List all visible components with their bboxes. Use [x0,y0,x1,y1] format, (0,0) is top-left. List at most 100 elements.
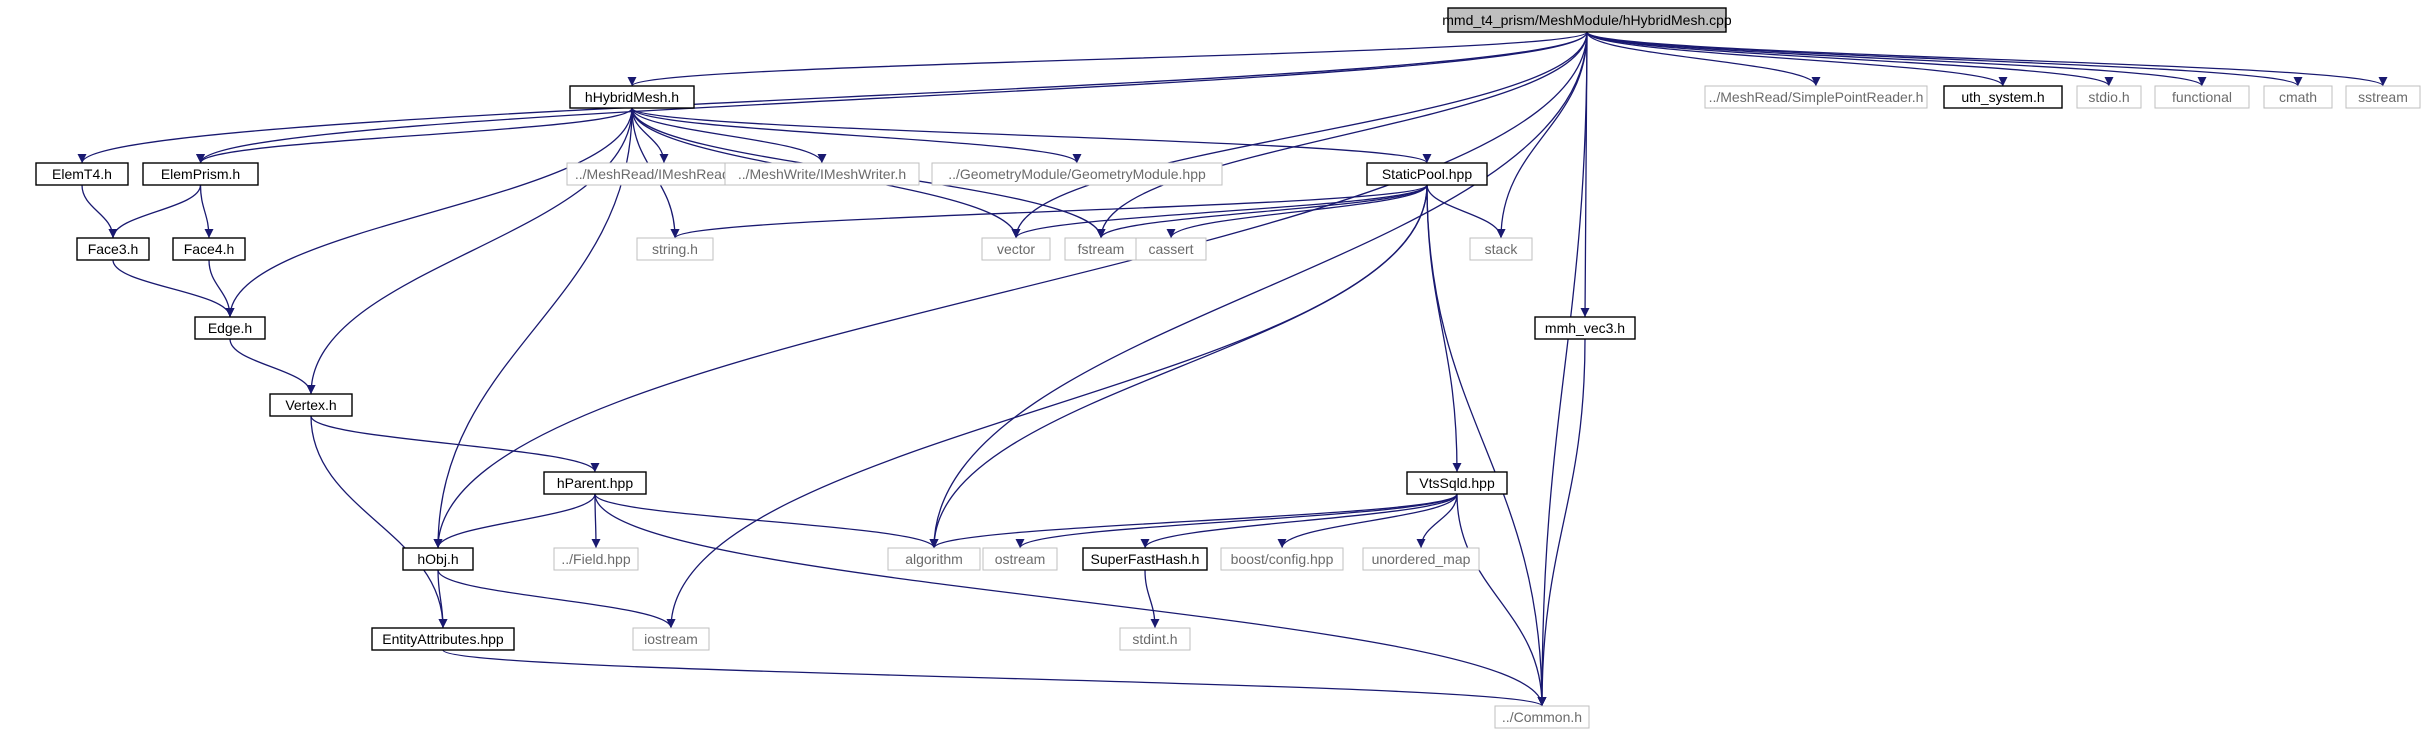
node-label: StaticPool.hpp [1382,166,1472,182]
node-elemt4[interactable]: ElemT4.h [35,162,129,186]
node-label: string.h [652,241,698,257]
edge-edge-to-vertex [229,338,316,395]
dependency-edges [77,31,2388,707]
node-box [172,237,246,261]
node-box [1082,547,1208,571]
node-staticpool[interactable]: StaticPool.hpp [1366,162,1488,186]
node-hobj[interactable]: hObj.h [402,547,474,571]
node-label: ../GeometryModule/GeometryModule.hpp [948,166,1206,182]
node-box [569,85,695,109]
edge-elemprism-to-face4 [199,184,214,239]
node-face4[interactable]: Face4.h [172,237,246,261]
edge-elemprism-to-face3 [108,184,202,239]
node-vector: vector [981,237,1051,261]
node-cassert: cassert [1135,237,1207,261]
node-cmath: cmath [2263,85,2333,109]
edge-root-to-uth [1586,31,2008,87]
edge-root-to-stdio [1586,31,2114,87]
node-label: hObj.h [417,551,458,567]
node-label: unordered_map [1372,551,1471,567]
node-sstream: sstream [2345,85,2421,109]
node-box [1119,627,1191,651]
edge-superfasthash-to-stdint [1144,569,1160,629]
node-label: ../MeshRead/SimplePointReader.h [1709,89,1924,105]
edge-mmhvec3-to-common [1537,338,1586,707]
edge-staticpool-to-vtssqld [1426,184,1462,473]
node-mmhvec3[interactable]: mmh_vec3.h [1534,316,1636,340]
node-elemprism[interactable]: ElemPrism.h [142,162,259,186]
node-hparent[interactable]: hParent.hpp [543,471,647,495]
node-stack: stack [1469,237,1533,261]
node-box [553,547,639,571]
node-label: algorithm [905,551,963,567]
edge-vertex-to-entityattr [310,415,448,629]
node-field: ../Field.hpp [553,547,639,571]
node-functional: functional [2154,85,2250,109]
node-vertex[interactable]: Vertex.h [269,393,353,417]
node-fstream: fstream [1064,237,1138,261]
node-label: boost/config.hpp [1231,551,1334,567]
node-label: ../MeshWrite/IMeshWriter.h [738,166,906,182]
node-box [1494,705,1590,729]
node-label: functional [2172,89,2232,105]
node-entityattr[interactable]: EntityAttributes.hpp [371,627,515,651]
node-box [981,237,1051,261]
edge-root-to-hobj [433,31,1588,549]
edge-vtssqld-to-algorithm [929,493,1458,549]
node-face3[interactable]: Face3.h [76,237,150,261]
edge-root-to-sstream [1586,31,2388,87]
node-label: ../MeshRead/IMeshReader.h [575,166,753,182]
node-edge[interactable]: Edge.h [194,316,266,340]
node-uth[interactable]: uth_system.h [1943,85,2063,109]
edge-face3-to-edge [112,259,235,318]
node-label: ostream [995,551,1046,567]
node-label: hHybridMesh.h [585,89,679,105]
edge-staticpool-to-stringh [670,184,1428,239]
node-label: VtsSqld.hpp [1419,475,1495,491]
node-stdint: stdint.h [1119,627,1191,651]
node-box [2263,85,2333,109]
edge-root-to-hhybrid [627,31,1588,87]
edge-root-to-cmath [1586,31,2303,87]
node-label: uth_system.h [1961,89,2044,105]
node-geometry: ../GeometryModule/GeometryModule.hpp [931,162,1223,186]
node-box [1534,316,1636,340]
node-label: Face3.h [88,241,139,257]
node-box [76,237,150,261]
node-box [35,162,129,186]
node-box [1469,237,1533,261]
edge-elemt4-to-face3 [81,184,118,239]
node-vtssqld[interactable]: VtsSqld.hpp [1406,471,1508,495]
node-superfasthash[interactable]: SuperFastHash.h [1082,547,1208,571]
dependency-nodes: mmd_t4_prism/MeshModule/hHybridMesh.cpph… [35,7,2421,729]
edge-hhybrid-to-edge [225,107,633,318]
edge-root-to-fstream [1096,31,1588,239]
node-label: stack [1485,241,1519,257]
node-box [632,627,710,651]
node-hhybrid[interactable]: hHybridMesh.h [569,85,695,109]
node-box [2154,85,2250,109]
edge-hhybrid-to-geometry [631,107,1082,164]
node-label: EntityAttributes.hpp [382,631,504,647]
node-stringh: string.h [636,237,714,261]
edge-staticpool-to-vector [1011,184,1428,239]
node-box [1943,85,2063,109]
node-iostream: iostream [632,627,710,651]
node-box [636,237,714,261]
node-label: Vertex.h [285,397,336,413]
edge-hparent-to-hobj [433,493,596,549]
edge-root-to-stack [1496,31,1588,239]
node-root[interactable]: mmd_t4_prism/MeshModule/hHybridMesh.cpp [1442,7,1732,33]
edge-vtssqld-to-unorderedmap [1416,493,1458,549]
edge-root-to-elemt4 [77,31,1588,164]
node-box [269,393,353,417]
node-unorderedmap: unordered_map [1362,547,1480,571]
edge-vertex-to-hparent [310,415,600,473]
node-box [982,547,1058,571]
node-imeshreader: ../MeshRead/IMeshReader.h [566,162,762,186]
edge-root-to-simplepoint [1586,31,1821,87]
node-box [1366,162,1488,186]
node-label: stdio.h [2088,89,2129,105]
edge-vtssqld-to-superfasthash [1140,493,1458,549]
node-label: ../Common.h [1502,709,1582,725]
